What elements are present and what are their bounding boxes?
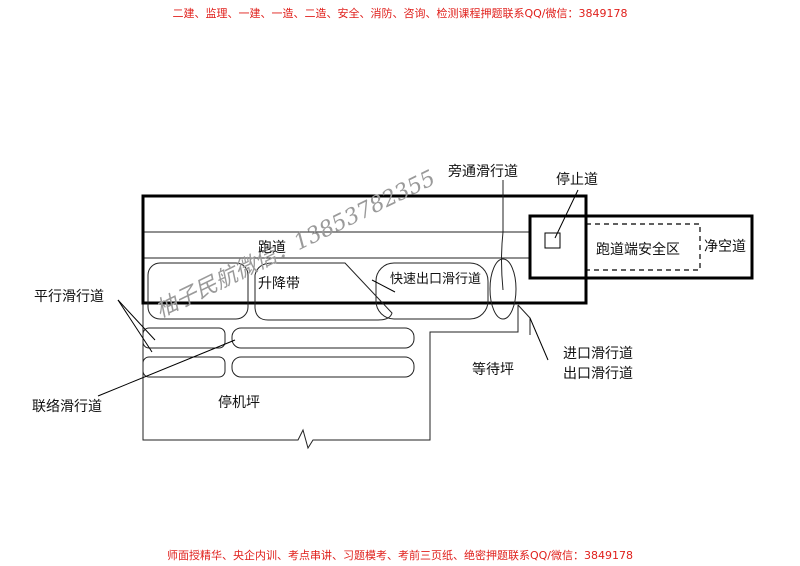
label-bypass-taxiway: 旁通滑行道 <box>448 163 518 180</box>
label-runway-strip: 升降带 <box>258 276 300 292</box>
parallel-leader-2 <box>117 299 153 353</box>
clearway-box <box>528 214 754 280</box>
resa-box <box>585 223 701 271</box>
apron-outline <box>142 240 519 450</box>
bypass-taxiway-curve <box>501 231 504 291</box>
parallel-leader-1 <box>117 299 156 341</box>
label-runway: 跑道 <box>258 240 286 256</box>
label-apron: 停机坪 <box>218 394 260 411</box>
footer-banner: 师面授精华、央企内训、考点串讲、习题模考、考前三页纸、绝密押题联系QQ/微信：3… <box>166 549 633 562</box>
label-stopway: 停止道 <box>556 171 598 188</box>
parallel-taxiway-lane-left-2 <box>142 356 226 378</box>
stopway-box <box>544 232 561 249</box>
watermark: 柚子民航微信：13853782355 <box>152 166 440 323</box>
rapid-exit-lane-2 <box>375 262 489 320</box>
stopway-leader <box>554 189 579 239</box>
holding-bay-oval <box>489 258 517 320</box>
taxiway-lane-1 <box>147 262 249 320</box>
holding-bay-edge <box>517 304 531 335</box>
label-exit-taxiway: 出口滑行道 <box>563 365 633 382</box>
parallel-taxiway-lane-right-2 <box>231 356 415 378</box>
parallel-taxiway-lane-left-1 <box>142 327 226 349</box>
label-link-taxiway: 联络滑行道 <box>32 398 102 415</box>
label-clearway: 净空道 <box>704 239 746 255</box>
rapid-exit-leader <box>371 279 396 293</box>
link-leader <box>97 339 236 397</box>
label-rapid-exit-taxiway: 快速出口滑行道 <box>390 272 481 287</box>
label-entrance-taxiway: 进口滑行道 <box>563 345 633 362</box>
entrance-exit-leader <box>529 317 549 361</box>
label-holding-bay: 等待坪 <box>472 361 514 378</box>
header-banner: 二建、监理、一建、一造、二造、安全、消防、咨询、检测课程押题联系QQ/微信：38… <box>172 7 628 20</box>
parallel-taxiway-lane-right-1 <box>231 327 415 349</box>
runway-strip-box <box>141 194 588 305</box>
label-parallel-taxiway: 平行滑行道 <box>34 288 104 305</box>
label-resa: 跑道端安全区 <box>596 241 680 258</box>
